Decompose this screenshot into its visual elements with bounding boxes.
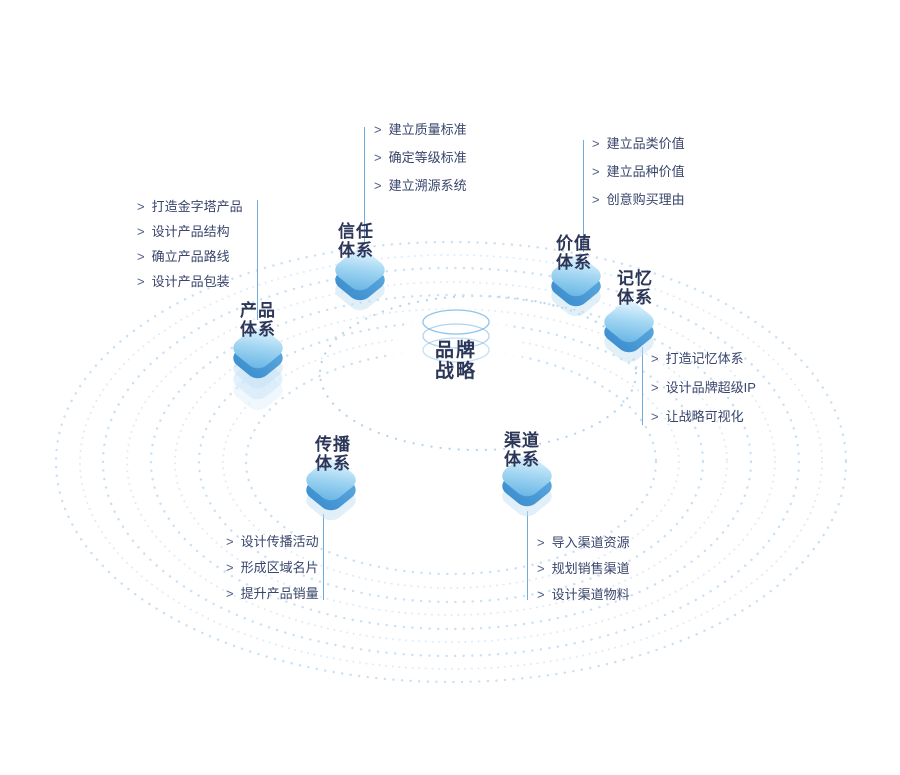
bullet-text: 规划销售渠道 — [551, 561, 630, 576]
bullet-item: > 建立品类价值 — [592, 136, 685, 151]
chevron-marker: > — [651, 409, 659, 424]
label-line: 产品 — [240, 301, 276, 320]
bullet-list-value: > 建立品类价值 > 建立品种价值 > 创意购买理由 — [592, 136, 685, 207]
label-value-system: 价值 体系 — [556, 234, 592, 272]
bullet-text: 确定等级标准 — [388, 150, 467, 165]
label-line: 体系 — [240, 320, 276, 339]
bullet-item: > 设计产品结构 — [137, 224, 243, 239]
bullet-item: > 设计产品包装 — [137, 274, 243, 289]
bullet-list-channel: > 导入渠道资源 > 规划销售渠道 > 设计渠道物料 — [537, 535, 630, 602]
connector-line-spread — [323, 514, 324, 600]
chevron-marker: > — [374, 122, 382, 137]
chevron-marker: > — [592, 192, 600, 207]
label-line: 体系 — [504, 450, 540, 469]
label-memory-system: 记忆 体系 — [617, 269, 653, 307]
bullet-text: 建立质量标准 — [388, 122, 467, 137]
connector-line-value — [583, 140, 584, 252]
label-line: 信任 — [338, 222, 374, 241]
label-line: 渠道 — [504, 431, 540, 450]
chevron-marker: > — [537, 587, 545, 602]
bullet-item: > 提升产品销量 — [226, 586, 319, 601]
label-line: 体系 — [338, 241, 374, 260]
bullet-item: > 导入渠道资源 — [537, 535, 630, 550]
bullet-text: 设计产品结构 — [151, 224, 230, 239]
radar-rings — [54, 240, 848, 684]
center-title-line2: 战略 — [434, 361, 477, 382]
chevron-marker: > — [651, 351, 659, 366]
bullet-item: > 建立品种价值 — [592, 164, 685, 179]
bullet-text: 建立品种价值 — [606, 164, 685, 179]
bullet-list-product: > 打造金字塔产品 > 设计产品结构 > 确立产品路线 > 设计产品包装 — [137, 199, 243, 289]
cube-icon-memory — [599, 297, 659, 367]
bullet-text: 设计产品包装 — [151, 274, 230, 289]
chevron-marker: > — [592, 136, 600, 151]
label-line: 体系 — [617, 288, 653, 307]
bullet-text: 打造记忆体系 — [665, 351, 744, 366]
bullet-text: 设计渠道物料 — [551, 587, 630, 602]
bullet-item: > 形成区域名片 — [226, 560, 319, 575]
chevron-marker: > — [226, 534, 234, 549]
center-title-line1: 品牌 — [434, 340, 477, 361]
bullet-item: > 创意购买理由 — [592, 192, 685, 207]
connector-line-channel — [527, 511, 528, 600]
bullet-item: > 规划销售渠道 — [537, 561, 630, 576]
bullet-text: 导入渠道资源 — [551, 535, 630, 550]
bullet-item: > 确立产品路线 — [137, 249, 243, 264]
bullet-item: > 设计渠道物料 — [537, 587, 630, 602]
chevron-marker: > — [374, 178, 382, 193]
bullet-text: 形成区域名片 — [240, 560, 319, 575]
bullet-item: > 设计品牌超级IP — [651, 380, 756, 395]
bullet-item: > 确定等级标准 — [374, 150, 467, 165]
label-line: 价值 — [556, 234, 592, 253]
chevron-marker: > — [537, 535, 545, 550]
bullet-item: > 让战略可视化 — [651, 409, 756, 424]
label-line: 体系 — [315, 454, 351, 473]
connector-line-trust — [364, 127, 365, 245]
label-line: 体系 — [556, 253, 592, 272]
bullet-text: 提升产品销量 — [240, 586, 319, 601]
chevron-marker: > — [592, 164, 600, 179]
cylinder-icon — [422, 309, 490, 363]
label-line: 记忆 — [617, 269, 653, 288]
chevron-marker: > — [137, 224, 145, 239]
bullet-text: 设计传播活动 — [240, 534, 319, 549]
bullet-item: > 打造记忆体系 — [651, 351, 756, 366]
bullet-list-spread: > 设计传播活动 > 形成区域名片 > 提升产品销量 — [226, 534, 319, 601]
bullet-item: > 打造金字塔产品 — [137, 199, 243, 214]
chevron-marker: > — [137, 249, 145, 264]
bullet-item: > 建立溯源系统 — [374, 178, 467, 193]
chevron-marker: > — [137, 274, 145, 289]
center-glow — [390, 308, 522, 404]
label-spread-system: 传播 体系 — [315, 435, 351, 473]
label-trust-system: 信任 体系 — [338, 222, 374, 260]
connector-line-memory — [642, 347, 643, 425]
bullet-text: 建立品类价值 — [606, 136, 685, 151]
bullet-item: > 建立质量标准 — [374, 122, 467, 137]
bullet-text: 设计品牌超级IP — [665, 380, 756, 395]
chevron-marker: > — [537, 561, 545, 576]
bullet-text: 创意购买理由 — [606, 192, 685, 207]
bullet-text: 建立溯源系统 — [388, 178, 467, 193]
label-product-system: 产品 体系 — [240, 301, 276, 339]
bullet-text: 打造金字塔产品 — [151, 199, 243, 214]
bullet-item: > 设计传播活动 — [226, 534, 319, 549]
chevron-marker: > — [374, 150, 382, 165]
chevron-marker: > — [226, 560, 234, 575]
bullet-text: 确立产品路线 — [151, 249, 230, 264]
bullet-text: 让战略可视化 — [665, 409, 744, 424]
chevron-marker: > — [137, 199, 145, 214]
inner-ring — [318, 294, 638, 452]
label-channel-system: 渠道 体系 — [504, 431, 540, 469]
label-line: 传播 — [315, 435, 351, 454]
bullet-list-trust: > 建立质量标准 > 确定等级标准 > 建立溯源系统 — [374, 122, 467, 193]
chevron-marker: > — [226, 586, 234, 601]
center-title: 品牌 战略 — [421, 340, 491, 382]
bullet-list-memory: > 打造记忆体系 > 设计品牌超级IP > 让战略可视化 — [651, 351, 756, 424]
chevron-marker: > — [651, 380, 659, 395]
connector-line-product — [257, 200, 258, 320]
